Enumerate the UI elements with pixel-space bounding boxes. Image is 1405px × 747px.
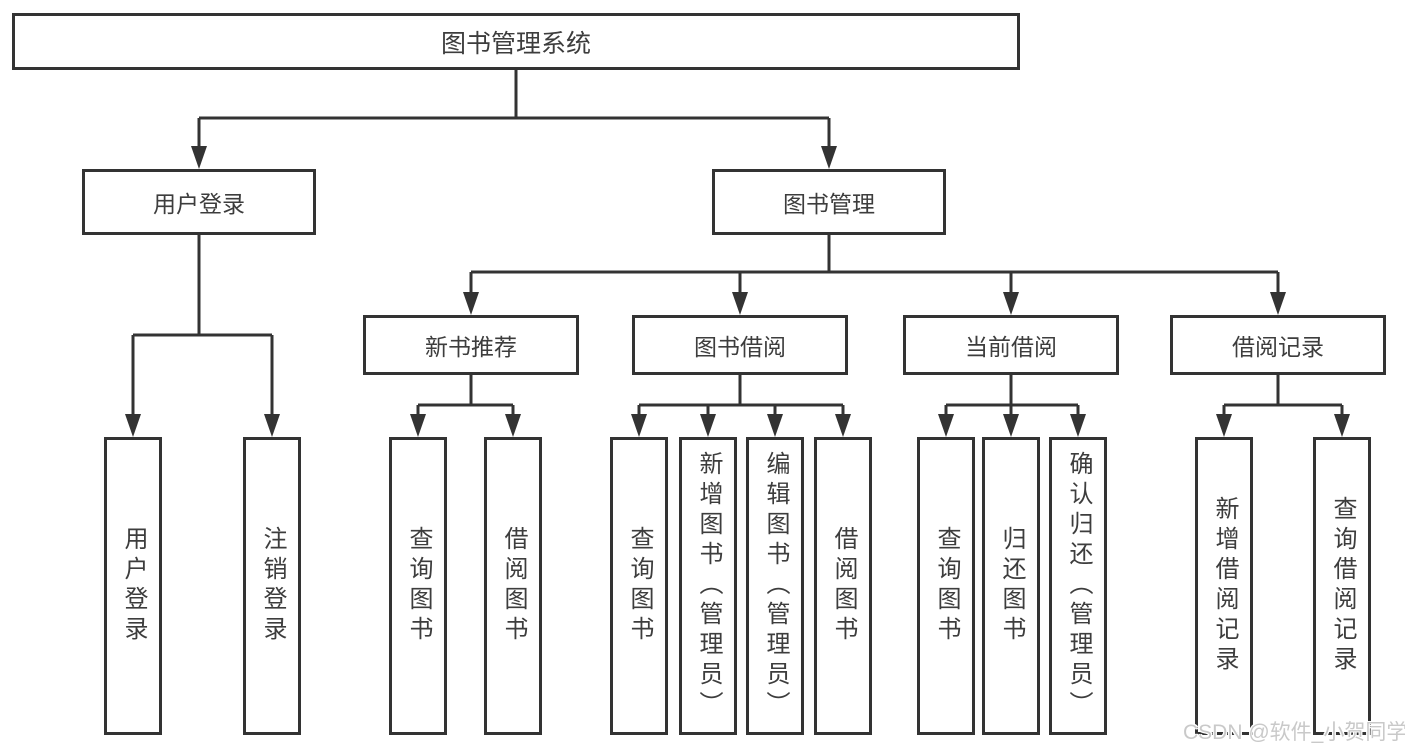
leaf-label: 新增图书（管理员） [695, 451, 722, 721]
leaf-label: 查询图书 [933, 526, 960, 646]
leaf-label: 用户登录 [120, 526, 147, 646]
node-borrow-records: 借阅记录 [1170, 315, 1386, 375]
node-book-borrow: 图书借阅 [632, 315, 848, 375]
leaf-label: 确认归还（管理员） [1065, 451, 1092, 721]
node-new-book-recommend: 新书推荐 [363, 315, 579, 375]
leaf-confirm-return-admin: 确认归还（管理员） [1049, 437, 1107, 735]
node-book-management: 图书管理 [712, 169, 946, 235]
leaf-query-book-2: 查询图书 [610, 437, 668, 735]
watermark: CSDN @软件_小贺同学 [1183, 721, 1405, 744]
node-user-login: 用户登录 [82, 169, 316, 235]
leaf-borrow-book-1: 借阅图书 [484, 437, 542, 735]
leaf-add-book-admin: 新增图书（管理员） [679, 437, 737, 735]
leaf-label: 新增借阅记录 [1211, 496, 1238, 676]
leaf-label: 借阅图书 [500, 526, 527, 646]
leaf-label: 查询借阅记录 [1329, 496, 1356, 676]
leaf-label: 归还图书 [998, 526, 1025, 646]
leaf-label: 借阅图书 [830, 526, 857, 646]
leaf-logout: 注销登录 [243, 437, 301, 735]
leaf-label: 注销登录 [259, 526, 286, 646]
leaf-query-book-1: 查询图书 [389, 437, 447, 735]
leaf-label: 查询图书 [626, 526, 653, 646]
leaf-query-borrow-record: 查询借阅记录 [1313, 437, 1371, 735]
leaf-borrow-book-2: 借阅图书 [814, 437, 872, 735]
node-root: 图书管理系统 [12, 13, 1020, 70]
leaf-add-borrow-record: 新增借阅记录 [1195, 437, 1253, 735]
leaf-edit-book-admin: 编辑图书（管理员） [746, 437, 804, 735]
leaf-label: 编辑图书（管理员） [762, 451, 789, 721]
leaf-return-book: 归还图书 [982, 437, 1040, 735]
node-current-borrow: 当前借阅 [903, 315, 1119, 375]
leaf-query-book-3: 查询图书 [917, 437, 975, 735]
leaf-user-login: 用户登录 [104, 437, 162, 735]
leaf-label: 查询图书 [405, 526, 432, 646]
